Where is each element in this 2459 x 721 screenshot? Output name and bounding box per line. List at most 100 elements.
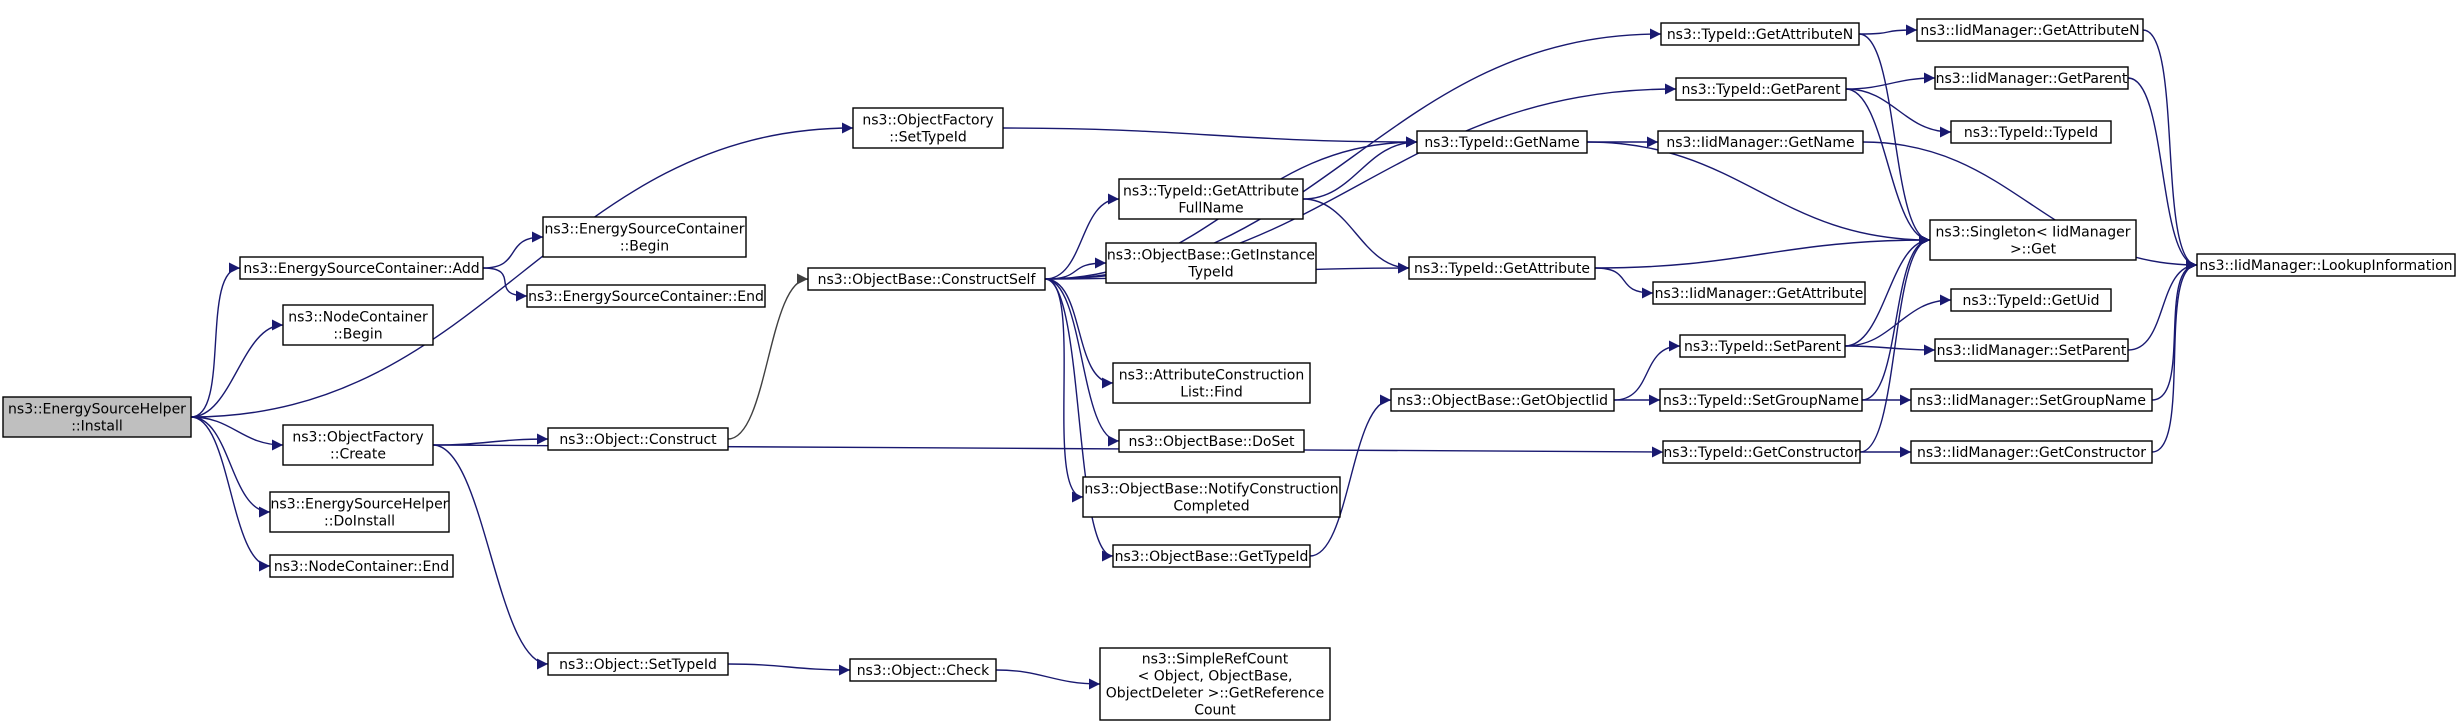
node-do-install[interactable]: ns3::EnergySourceHelper::DoInstall xyxy=(269,491,450,533)
node-box xyxy=(1118,178,1304,220)
node-iid-get-attribute-n[interactable]: ns3::IidManager::GetAttributeN xyxy=(1916,18,2144,42)
node-box xyxy=(526,284,766,308)
node-obj-check[interactable]: ns3::Object::Check xyxy=(849,658,997,682)
node-box xyxy=(1660,22,1860,46)
node-src-get-ref[interactable]: ns3::SimpleRefCount< Object, ObjectBase,… xyxy=(1099,647,1331,721)
node-box xyxy=(1099,647,1331,721)
node-install[interactable]: ns3::EnergySourceHelper::Install xyxy=(2,396,192,438)
node-label: List::Find xyxy=(1180,385,1243,401)
node-obj-set-type-id[interactable]: ns3::Object::SetTypeId xyxy=(547,652,729,676)
node-label: ns3::EnergySourceContainer::Add xyxy=(243,261,479,277)
edge-tid-set-group-name-to-singleton-get xyxy=(1861,234,1931,401)
edge-iid-get-attribute-n-to-iid-lookup xyxy=(2142,29,2198,271)
node-box xyxy=(1934,66,2129,90)
edge-tid-get-parent-to-iid-get-parent xyxy=(1845,72,1936,90)
node-nc-begin[interactable]: ns3::NodeContainer::Begin xyxy=(282,304,434,346)
node-label: ns3::Object::SetTypeId xyxy=(559,657,717,673)
edge-esc-add-to-esc-begin xyxy=(482,231,544,269)
node-label: ::Create xyxy=(330,447,386,463)
node-label: ns3::ObjectFactory xyxy=(862,113,993,129)
node-of-set-type-id[interactable]: ns3::ObjectFactory::SetTypeId xyxy=(852,107,1004,149)
node-label: ns3::AttributeConstruction xyxy=(1119,368,1304,384)
node-label: ns3::IidManager::GetConstructor xyxy=(1917,445,2146,461)
node-label: TypeId xyxy=(1187,265,1233,281)
node-label: ns3::IidManager::GetAttribute xyxy=(1655,286,1864,302)
node-iid-lookup[interactable]: ns3::IidManager::LookupInformation xyxy=(2196,253,2456,277)
node-iid-set-parent[interactable]: ns3::IidManager::SetParent xyxy=(1934,338,2129,362)
edge-install-to-esc-add xyxy=(190,262,241,418)
node-label: ns3::EnergySourceContainer xyxy=(544,222,744,238)
node-singleton-get[interactable]: ns3::Singleton< IidManager>::Get xyxy=(1929,219,2137,261)
edge-tid-get-attr-full-name-to-tid-get-name xyxy=(1302,136,1418,200)
node-of-create[interactable]: ns3::ObjectFactory::Create xyxy=(282,424,434,466)
edge-tid-get-attribute-n-to-iid-get-attribute-n xyxy=(1858,24,1918,36)
node-label: ns3::IidManager::GetParent xyxy=(1936,71,2128,87)
node-box xyxy=(852,107,1004,149)
node-tid-get-attribute-n[interactable]: ns3::TypeId::GetAttributeN xyxy=(1660,22,1860,46)
node-ob-get-object-iid[interactable]: ns3::ObjectBase::GetObjectIid xyxy=(1390,388,1615,412)
node-box xyxy=(269,554,454,578)
node-label: ns3::ObjectFactory xyxy=(292,430,423,446)
node-label: ns3::IidManager::LookupInformation xyxy=(2199,258,2452,274)
edge-iid-set-group-name-to-iid-lookup xyxy=(2151,259,2198,401)
node-label: ::SetTypeId xyxy=(889,130,967,146)
node-tid-get-constructor[interactable]: ns3::TypeId::GetConstructor xyxy=(1662,440,1861,464)
edge-of-create-to-obj-construct xyxy=(432,433,549,446)
edge-tid-set-parent-to-singleton-get xyxy=(1844,234,1931,347)
node-box xyxy=(1652,281,1866,305)
node-label: ns3::TypeId::TypeId xyxy=(1964,125,2098,141)
node-tid-get-parent[interactable]: ns3::TypeId::GetParent xyxy=(1675,77,1847,101)
node-iid-set-group-name[interactable]: ns3::IidManager::SetGroupName xyxy=(1910,388,2153,412)
node-esc-begin[interactable]: ns3::EnergySourceContainer::Begin xyxy=(542,216,747,258)
node-esc-end[interactable]: ns3::EnergySourceContainer::End xyxy=(526,284,766,308)
node-iid-get-name[interactable]: ns3::IidManager::GetName xyxy=(1657,130,1864,154)
node-construct-self[interactable]: ns3::ObjectBase::ConstructSelf xyxy=(807,267,1046,291)
node-label: ns3::ObjectBase::DoSet xyxy=(1129,434,1295,450)
node-label: ns3::ObjectBase::GetTypeId xyxy=(1115,549,1309,565)
edge-install-to-of-create xyxy=(190,416,284,451)
node-box xyxy=(1082,476,1341,518)
node-tid-get-attribute[interactable]: ns3::TypeId::GetAttribute xyxy=(1408,256,1596,280)
node-box xyxy=(1916,18,2144,42)
node-box xyxy=(1679,334,1846,358)
node-tid-get-uid[interactable]: ns3::TypeId::GetUid xyxy=(1950,288,2112,312)
node-ob-get-type-id[interactable]: ns3::ObjectBase::GetTypeId xyxy=(1112,544,1311,568)
node-tid-get-name[interactable]: ns3::TypeId::GetName xyxy=(1416,130,1588,154)
node-iid-get-parent[interactable]: ns3::IidManager::GetParent xyxy=(1934,66,2129,90)
node-box xyxy=(542,216,747,258)
node-ob-do-set[interactable]: ns3::ObjectBase::DoSet xyxy=(1118,429,1305,453)
node-label: ns3::EnergySourceContainer::End xyxy=(528,289,764,305)
node-ob-notify[interactable]: ns3::ObjectBase::NotifyConstructionCompl… xyxy=(1082,476,1341,518)
node-box xyxy=(807,267,1046,291)
edge-construct-self-to-ob-get-type-id xyxy=(1044,278,1114,562)
node-label: Count xyxy=(1194,703,1236,719)
node-box xyxy=(1950,120,2112,144)
node-obj-construct[interactable]: ns3::Object::Construct xyxy=(547,427,729,451)
node-nc-end[interactable]: ns3::NodeContainer::End xyxy=(269,554,454,578)
node-tid-type-id[interactable]: ns3::TypeId::TypeId xyxy=(1950,120,2112,144)
node-esc-add[interactable]: ns3::EnergySourceContainer::Add xyxy=(239,256,484,280)
edge-esc-add-to-esc-end xyxy=(482,267,528,302)
node-tid-set-parent[interactable]: ns3::TypeId::SetParent xyxy=(1679,334,1846,358)
node-label: >::Get xyxy=(2010,242,2057,258)
edge-iid-get-name-to-iid-lookup xyxy=(1862,141,2198,271)
edge-install-to-do-install xyxy=(190,416,271,518)
node-box xyxy=(1659,388,1863,412)
node-label: ::Begin xyxy=(333,327,382,343)
node-label: ::Begin xyxy=(620,239,669,255)
node-iid-get-attribute[interactable]: ns3::IidManager::GetAttribute xyxy=(1652,281,1866,305)
edge-construct-self-to-ob-do-set xyxy=(1044,278,1120,447)
node-iid-get-constructor[interactable]: ns3::IidManager::GetConstructor xyxy=(1910,440,2153,464)
node-label: ns3::TypeId::SetGroupName xyxy=(1663,393,1859,409)
node-tid-set-group-name[interactable]: ns3::TypeId::SetGroupName xyxy=(1659,388,1863,412)
node-label: < Object, ObjectBase, xyxy=(1138,669,1293,685)
edge-iid-get-constructor-to-iid-lookup xyxy=(2151,259,2198,453)
node-box xyxy=(1950,288,2112,312)
edge-construct-self-to-acl-find xyxy=(1044,278,1114,389)
edge-tid-get-attribute-to-singleton-get xyxy=(1594,234,1931,269)
node-label: FullName xyxy=(1178,201,1243,217)
